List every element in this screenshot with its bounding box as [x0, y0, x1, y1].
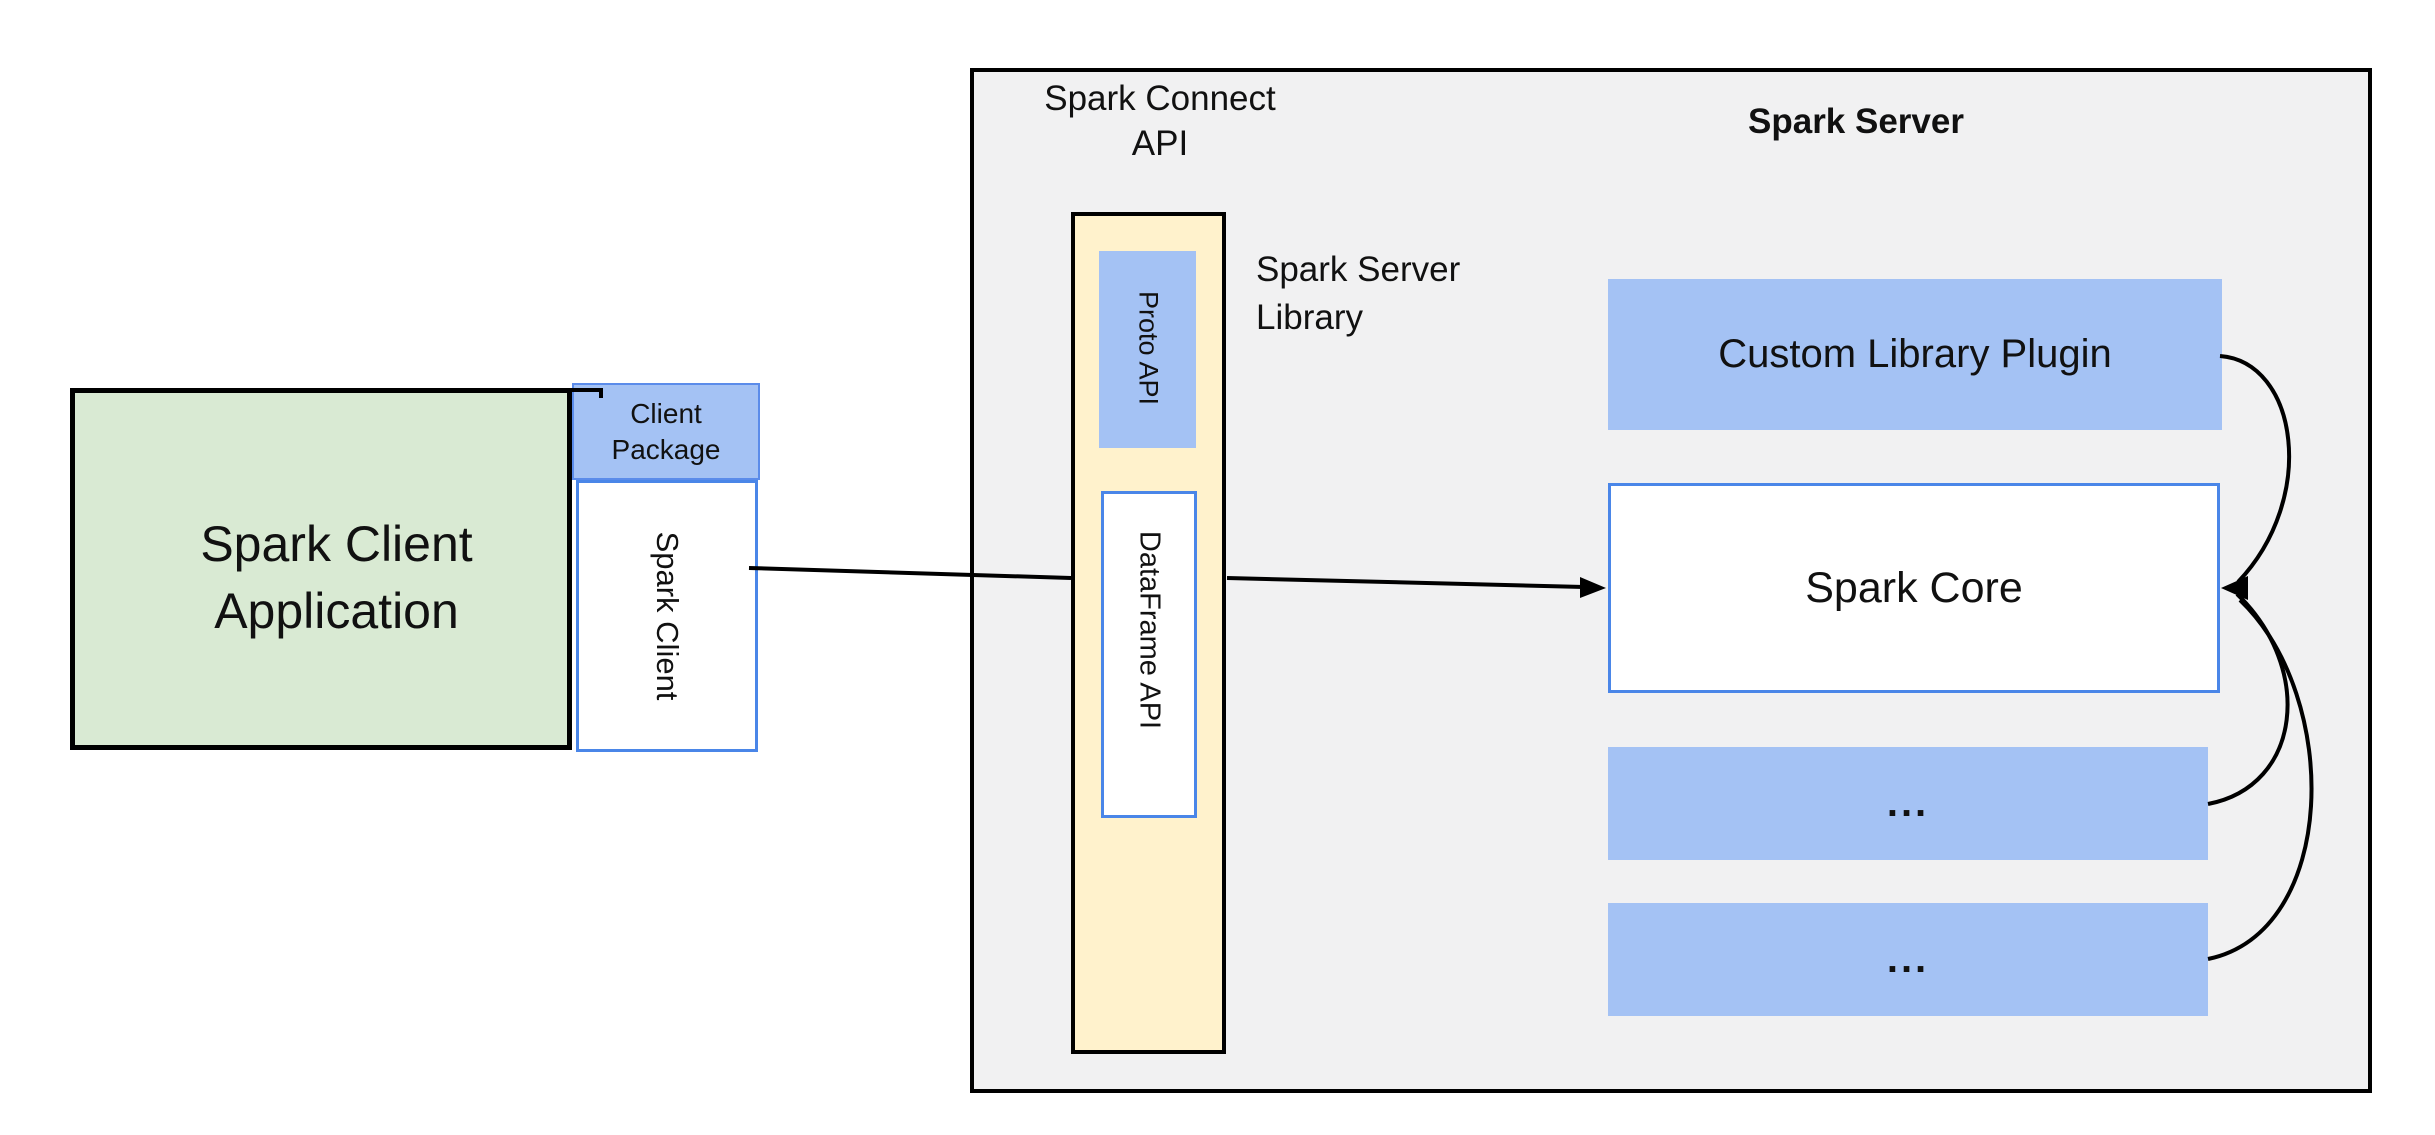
spark-client-box	[576, 480, 758, 752]
spark-client-label: Spark Client	[650, 531, 685, 701]
client-package-label-line2: Package	[611, 433, 721, 465]
custom-library-plugin-box: Custom Library Plugin	[1608, 279, 2222, 430]
spark-connect-api-heading-line2: API	[1131, 124, 1189, 163]
dataframe-api-box	[1101, 491, 1197, 818]
spark-core-box: Spark Core	[1608, 483, 2220, 693]
client-package-box: Client Package	[572, 383, 760, 480]
dataframe-api-label: DataFrame API	[1133, 530, 1166, 730]
proto-api-label: Proto API	[1133, 290, 1164, 406]
ellipsis-box-top: ...	[1608, 747, 2208, 860]
spark-server-library-label-line1: Spark Server	[1256, 250, 1461, 289]
ellipsis-bottom-label: ...	[1886, 937, 1930, 981]
spark-server-library-label-line2: Library	[1256, 298, 1363, 337]
spark-server-library-label: Spark Server Library	[1256, 246, 1576, 342]
ellipsis-box-bottom: ...	[1608, 903, 2208, 1016]
spark-connect-api-heading-line1: Spark Connect	[1044, 79, 1276, 118]
spark-client-application-box	[70, 388, 572, 750]
proto-api-box	[1099, 251, 1196, 448]
custom-library-plugin-label: Custom Library Plugin	[1718, 332, 2112, 376]
ellipsis-top-label: ...	[1886, 781, 1930, 825]
spark-core-label: Spark Core	[1805, 563, 2023, 612]
spark-connect-api-heading: Spark Connect API	[1000, 76, 1320, 166]
client-package-label-line1: Client	[630, 397, 702, 429]
spark-server-title: Spark Server	[1748, 102, 1964, 141]
